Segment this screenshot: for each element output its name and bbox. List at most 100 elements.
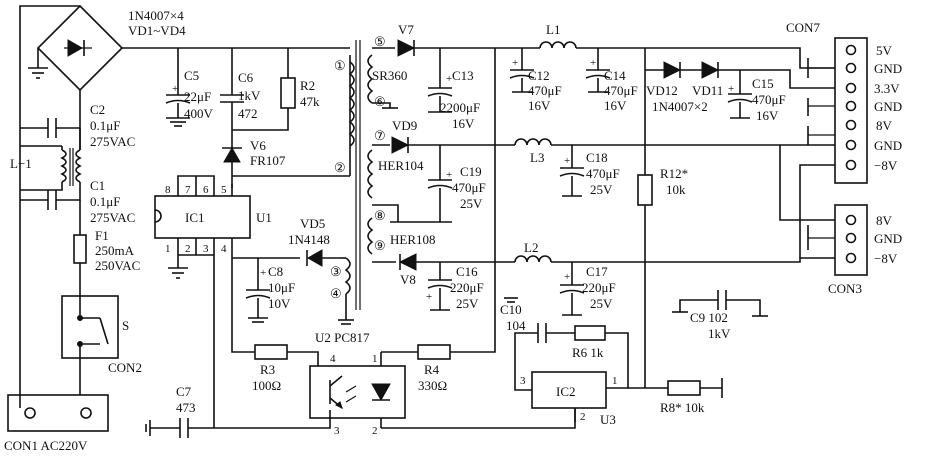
c16-val: 220μF (450, 280, 484, 295)
r3-ref: R3 (260, 362, 275, 377)
opto-pin4: 4 (330, 353, 336, 365)
c7-val: 473 (176, 400, 196, 415)
f1-volt: 250VAC (95, 258, 140, 273)
c1-ref: C1 (90, 178, 105, 193)
r2-val: 47k (300, 94, 320, 109)
opto-pin2: 2 (372, 425, 378, 437)
ic1-pin2: 2 (185, 243, 191, 255)
c15-plus: + (728, 83, 734, 95)
c13-plus: + (446, 73, 452, 85)
c5-val: 22μF (184, 89, 211, 104)
ground-symbol (28, 67, 48, 79)
winding-9: ⑨ (374, 238, 386, 253)
c12-val: 470μF (528, 83, 562, 98)
ic2-pin2: 2 (580, 411, 586, 423)
c1-val: 0.1μF (90, 194, 120, 209)
v7-part: SR360 (372, 68, 407, 83)
c15-val: 470μF (752, 92, 786, 107)
vd5-ref: VD5 (300, 216, 325, 231)
c2-volt: 275VAC (90, 134, 135, 149)
c19-ref: C19 (460, 164, 482, 179)
l2-ref: L2 (524, 240, 538, 255)
connector-con7 (834, 37, 868, 184)
winding-2: ② (334, 160, 346, 175)
con3-pin-3: −8V (874, 251, 898, 266)
con1-label: CON1 AC220V (4, 438, 88, 453)
c19-plus: + (446, 169, 452, 181)
ic2-label: IC2 (556, 384, 576, 399)
u2-label: U2 PC817 (315, 330, 370, 345)
con3-pin-2: GND (874, 231, 902, 246)
ic1-pin5: 5 (221, 184, 227, 196)
r12-val: 10k (666, 182, 686, 197)
con7-pin-4: GND (874, 99, 902, 114)
con7-pin-2: GND (874, 61, 902, 76)
ic2-pin3: 3 (520, 375, 526, 387)
vd11-ref: VD11 (692, 83, 723, 98)
con7-label: CON7 (786, 20, 820, 35)
c1-volt: 275VAC (90, 210, 135, 225)
c15-ref: C15 (752, 76, 774, 91)
ic1-package (154, 184, 251, 268)
connector-con3 (834, 204, 868, 276)
ic1-pin6: 6 (203, 184, 209, 196)
diode-v7 (397, 39, 416, 57)
con3-pin-circles (845, 214, 857, 264)
v8-part: HER108 (390, 232, 436, 247)
con7-pin-3: 3.3V (874, 81, 900, 96)
v6-part: FR107 (250, 153, 286, 168)
switch-s (61, 295, 119, 359)
c14-plus: + (590, 57, 596, 69)
c18-ref: C18 (586, 150, 608, 165)
c18-plus: + (564, 155, 570, 167)
con7-pin-1: 5V (876, 43, 893, 58)
r12-ref: R12* (660, 166, 688, 181)
s-ref: S (122, 318, 129, 333)
resistor-r12 (637, 174, 653, 206)
vd9-part: HER104 (378, 158, 424, 173)
c17-plus: + (564, 271, 570, 283)
resistor-r2 (280, 77, 296, 109)
c7-ref: C7 (176, 384, 192, 399)
c16-ref: C16 (456, 264, 478, 279)
c18-val: 470μF (586, 166, 620, 181)
r6-label: R6 1k (572, 345, 604, 360)
ic1-pin8: 8 (165, 184, 171, 196)
common-mode-choke-l1 (60, 148, 82, 186)
v7-ref: V7 (398, 22, 414, 37)
c13-volt: 16V (452, 116, 475, 131)
con7-pin-7: −8V (874, 158, 898, 173)
con3-pin-1: 8V (876, 213, 893, 228)
c15-volt: 16V (756, 108, 779, 123)
c5-volt: 400V (184, 106, 214, 121)
c2-ref: C2 (90, 102, 105, 117)
l1-ref: L−1 (10, 156, 32, 171)
optocoupler-u2 (309, 365, 406, 419)
u1-label: U1 (256, 210, 272, 225)
u3-label: U3 (600, 412, 616, 427)
c9-label: C9 102 (690, 310, 728, 325)
winding-5: ⑤ (374, 34, 386, 49)
vd5-part: 1N4148 (288, 232, 330, 247)
bridge-rectifier (36, 4, 124, 92)
v6-ref: V6 (250, 138, 266, 153)
con2-label: CON2 (108, 360, 142, 375)
resistor-r4 (417, 344, 451, 360)
connector-con1 (7, 394, 109, 432)
diode-vd12 (663, 61, 682, 79)
l3-ref: L3 (530, 150, 544, 165)
r3-val: 100Ω (252, 378, 281, 393)
c17-val: 220μF (582, 280, 616, 295)
opto-pin3: 3 (334, 425, 340, 437)
con7-pin-6: GND (874, 138, 902, 153)
r4-val: 330Ω (418, 378, 447, 393)
c6-volt: 1kV (238, 88, 261, 103)
c10-ref: C10 (500, 302, 522, 317)
c8-plus: + (260, 267, 266, 279)
c12-ref: C12 (528, 68, 550, 83)
c14-ref: C14 (604, 68, 626, 83)
c13-ref: C13 (452, 68, 474, 83)
ic1-pin4: 4 (221, 243, 227, 255)
